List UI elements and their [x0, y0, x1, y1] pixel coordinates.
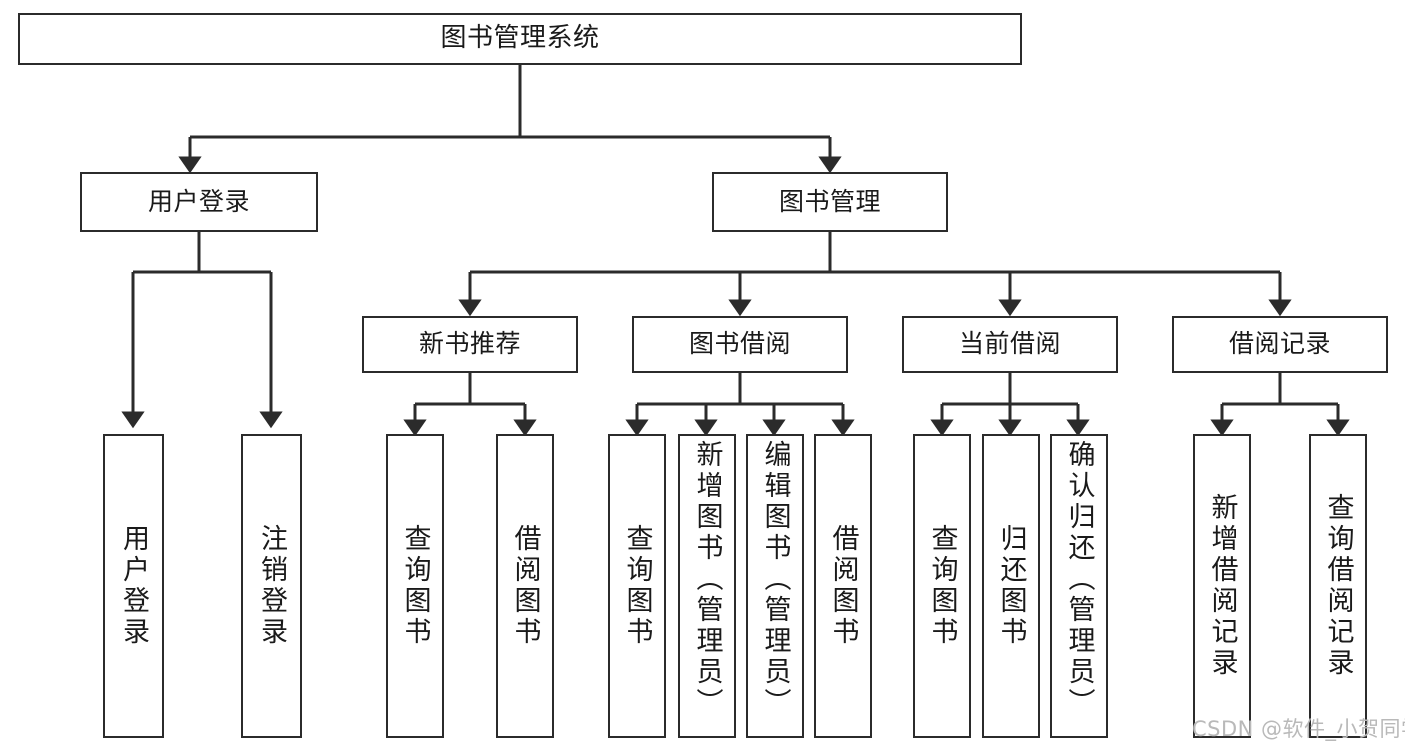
node-current-borrow[interactable]: 当前借阅 [902, 316, 1118, 373]
node-leaf-query-record[interactable]: 查询借阅记录 [1309, 434, 1367, 738]
node-leaf-query-book-3[interactable]: 查询图书 [913, 434, 971, 738]
node-current-borrow-label: 当前借阅 [958, 329, 1061, 359]
node-borrow-record-label: 借阅记录 [1228, 329, 1331, 359]
node-root-label: 图书管理系统 [440, 23, 600, 54]
node-book-borrow[interactable]: 图书借阅 [632, 316, 848, 373]
node-book-management-label: 图书管理 [778, 186, 881, 216]
node-leaf-edit-book-label: 编辑图书（管理员） [759, 440, 791, 719]
node-new-book-recommend[interactable]: 新书推荐 [362, 316, 578, 373]
node-book-borrow-label: 图书借阅 [688, 329, 791, 359]
node-leaf-add-record[interactable]: 新增借阅记录 [1193, 434, 1251, 738]
node-user-login[interactable]: 用户登录 [80, 172, 318, 232]
node-leaf-confirm-return[interactable]: 确认归还（管理员） [1050, 434, 1108, 738]
node-leaf-add-book-label: 新增图书（管理员） [691, 440, 723, 719]
node-root[interactable]: 图书管理系统 [18, 13, 1022, 65]
node-leaf-confirm-return-label: 确认归还（管理员） [1063, 440, 1095, 719]
node-leaf-query-book-1[interactable]: 查询图书 [386, 434, 444, 738]
node-leaf-query-book-2-label: 查询图书 [621, 524, 653, 648]
csdn-watermark: CSDN @软件_小贺同学 [1192, 717, 1405, 741]
node-leaf-edit-book[interactable]: 编辑图书（管理员） [746, 434, 804, 738]
node-user-login-label: 用户登录 [147, 186, 250, 216]
node-leaf-add-book[interactable]: 新增图书（管理员） [678, 434, 736, 738]
node-book-management[interactable]: 图书管理 [712, 172, 948, 232]
node-leaf-user-login[interactable]: 用户登录 [103, 434, 164, 738]
node-leaf-query-book-1-label: 查询图书 [399, 524, 431, 648]
node-leaf-return-book-label: 归还图书 [995, 524, 1027, 648]
node-leaf-logout-login[interactable]: 注销登录 [241, 434, 302, 738]
node-leaf-add-record-label: 新增借阅记录 [1206, 493, 1238, 679]
node-leaf-borrow-book-2-label: 借阅图书 [827, 524, 859, 648]
node-leaf-query-book-2[interactable]: 查询图书 [608, 434, 666, 738]
node-leaf-return-book[interactable]: 归还图书 [982, 434, 1040, 738]
node-borrow-record[interactable]: 借阅记录 [1172, 316, 1388, 373]
node-leaf-borrow-book-1[interactable]: 借阅图书 [496, 434, 554, 738]
node-leaf-borrow-book-2[interactable]: 借阅图书 [814, 434, 872, 738]
node-new-book-recommend-label: 新书推荐 [418, 329, 521, 359]
node-leaf-user-login-label: 用户登录 [118, 524, 149, 648]
node-leaf-query-record-label: 查询借阅记录 [1322, 493, 1354, 679]
node-leaf-borrow-book-1-label: 借阅图书 [509, 524, 541, 648]
node-leaf-query-book-3-label: 查询图书 [926, 524, 958, 648]
node-leaf-logout-login-label: 注销登录 [256, 524, 287, 648]
